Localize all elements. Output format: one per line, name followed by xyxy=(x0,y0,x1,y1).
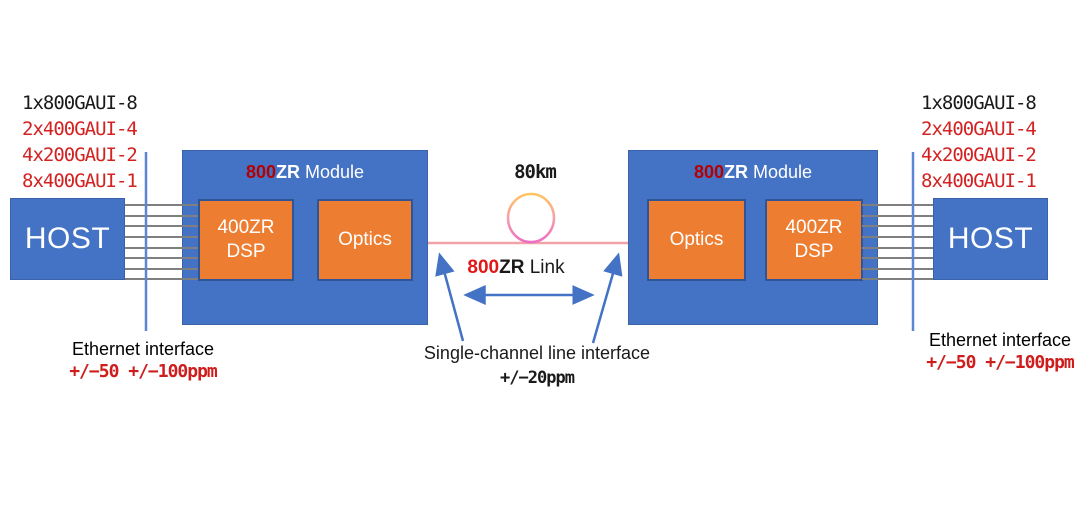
module-title-rest: Module xyxy=(300,162,365,182)
link-label-rest: Link xyxy=(524,257,565,278)
ethernet-ppm-label: +/−50 +/−100ppm xyxy=(926,352,1075,373)
host-box-left: HOST xyxy=(10,198,125,280)
optics-chip-label: Optics xyxy=(338,229,392,250)
rate-label: 4x200GAUI-2 xyxy=(22,144,138,166)
dsp-chip-line1: 400ZR xyxy=(785,217,843,238)
fiber-distance-label: 80km xyxy=(514,161,557,183)
link-label-zr: ZR xyxy=(499,257,525,278)
module-box-right: 800ZR Module Optics 400ZR DSP xyxy=(628,150,878,325)
optics-chip-left: Optics xyxy=(317,199,413,281)
dsp-chip-right: 400ZR DSP xyxy=(765,199,863,281)
host-box-right: HOST xyxy=(933,198,1048,280)
rate-label: 8x400GAUI-1 xyxy=(22,170,138,192)
dsp-chip-line1: 400ZR xyxy=(217,217,275,238)
module-title-800: 800 xyxy=(693,162,724,182)
optics-chip-label: Optics xyxy=(669,229,724,250)
link-label: 800ZR Link xyxy=(426,257,606,279)
module-title-right: 800ZR Module xyxy=(629,162,877,183)
rate-label: 2x400GAUI-4 xyxy=(921,118,1037,140)
host-interface-rates-left: 1x800GAUI-8 2x400GAUI-4 4x200GAUI-2 8x40… xyxy=(22,90,138,194)
dsp-chip-line2: DSP xyxy=(794,241,834,262)
ethernet-ppm-label: +/−50 +/−100ppm xyxy=(69,361,218,382)
optics-chip-right: Optics xyxy=(647,199,746,281)
module-title-zr: ZR xyxy=(276,162,300,182)
module-title-left: 800ZR Module xyxy=(183,162,427,183)
module-title-zr: ZR xyxy=(724,162,748,182)
dsp-chip-line2: DSP xyxy=(226,241,266,262)
line-interface-ppm: +/−20ppm xyxy=(500,368,575,388)
ethernet-interface-label: Ethernet interface xyxy=(928,330,1072,350)
module-title-800: 800 xyxy=(245,162,276,182)
fiber-loop-icon xyxy=(506,192,556,244)
rate-label: 1x800GAUI-8 xyxy=(921,92,1037,114)
rate-label: 2x400GAUI-4 xyxy=(22,118,138,140)
host-interface-rates-right: 1x800GAUI-8 2x400GAUI-4 4x200GAUI-2 8x40… xyxy=(921,90,1037,194)
rate-label: 8x400GAUI-1 xyxy=(921,170,1037,192)
line-interface-label: Single-channel line interface xyxy=(423,343,651,363)
module-box-left: 800ZR Module 400ZR DSP Optics xyxy=(182,150,428,325)
ethernet-interface-label: Ethernet interface xyxy=(71,339,215,359)
module-title-rest: Module xyxy=(748,162,813,182)
dsp-chip-left: 400ZR DSP xyxy=(198,199,294,281)
rate-label: 4x200GAUI-2 xyxy=(921,144,1037,166)
rate-label: 1x800GAUI-8 xyxy=(22,92,138,114)
link-label-800: 800 xyxy=(467,257,500,278)
